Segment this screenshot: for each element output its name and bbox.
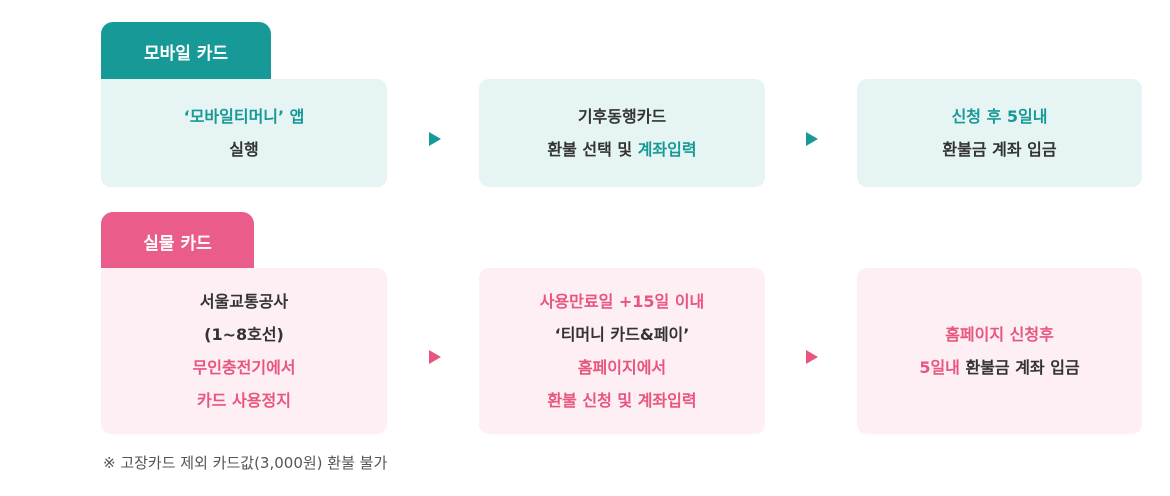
physical-step-2-line-3: 홈페이지에서 bbox=[577, 358, 667, 377]
physical-step-1-line-4: 카드 사용정지 bbox=[197, 391, 291, 410]
mobile-step-3: 신청 후 5일내 환불금 계좌 입금 bbox=[857, 79, 1142, 187]
tab-physical-card-label: 실물 카드 bbox=[143, 233, 212, 254]
mobile-step-2-line-2: 환불 선택 및 계좌입력 bbox=[547, 133, 696, 166]
mobile-step-3-line-1: 신청 후 5일내 bbox=[951, 107, 1048, 126]
arrow-right-icon bbox=[429, 132, 441, 146]
mobile-step-3-line-2: 환불금 계좌 입금 bbox=[942, 140, 1057, 159]
physical-step-1-line-3: 무인충전기에서 bbox=[192, 358, 296, 377]
physical-step-2-line-4: 환불 신청 및 계좌입력 bbox=[547, 391, 697, 410]
physical-step-2-line-1: 사용만료일 +15일 이내 bbox=[539, 292, 705, 311]
physical-step-3-line-2-a: 5일내 bbox=[919, 358, 966, 377]
physical-step-1-line-1: 서울교통공사 bbox=[199, 292, 289, 311]
arrow-right-icon bbox=[806, 350, 818, 364]
mobile-step-2-line-2-a: 환불 선택 및 bbox=[547, 140, 638, 159]
physical-step-1: 서울교통공사 (1~8호선) 무인충전기에서 카드 사용정지 bbox=[101, 268, 387, 434]
mobile-step-2-line-2-b: 계좌입력 bbox=[637, 140, 697, 159]
mobile-step-1-line-1: ‘모바일티머니’ 앱 bbox=[183, 107, 305, 126]
mobile-step-1-line-2: 실행 bbox=[229, 140, 259, 159]
mobile-step-2: 기후동행카드 환불 선택 및 계좌입력 bbox=[479, 79, 765, 187]
tab-mobile-card-label: 모바일 카드 bbox=[143, 43, 229, 64]
physical-step-3-line-2-b: 환불금 계좌 입금 bbox=[965, 358, 1080, 377]
mobile-step-2-line-1: 기후동행카드 bbox=[577, 107, 667, 126]
physical-step-3-line-1: 홈페이지 신청후 bbox=[945, 325, 1054, 344]
tab-physical-card: 실물 카드 bbox=[101, 212, 254, 270]
physical-step-2-line-2: ‘티머니 카드&페이’ bbox=[554, 325, 690, 344]
physical-step-2: 사용만료일 +15일 이내 ‘티머니 카드&페이’ 홈페이지에서 환불 신청 및… bbox=[479, 268, 765, 434]
physical-step-1-line-2: (1~8호선) bbox=[204, 325, 284, 344]
physical-step-3-line-2: 5일내 환불금 계좌 입금 bbox=[919, 351, 1079, 384]
arrow-right-icon bbox=[806, 132, 818, 146]
footnote: ※ 고장카드 제외 카드값(3,000원) 환불 불가 bbox=[103, 454, 388, 472]
arrow-right-icon bbox=[429, 350, 441, 364]
mobile-step-1: ‘모바일티머니’ 앱 실행 bbox=[101, 79, 387, 187]
tab-mobile-card: 모바일 카드 bbox=[101, 22, 271, 80]
physical-step-3: 홈페이지 신청후 5일내 환불금 계좌 입금 bbox=[857, 268, 1142, 434]
